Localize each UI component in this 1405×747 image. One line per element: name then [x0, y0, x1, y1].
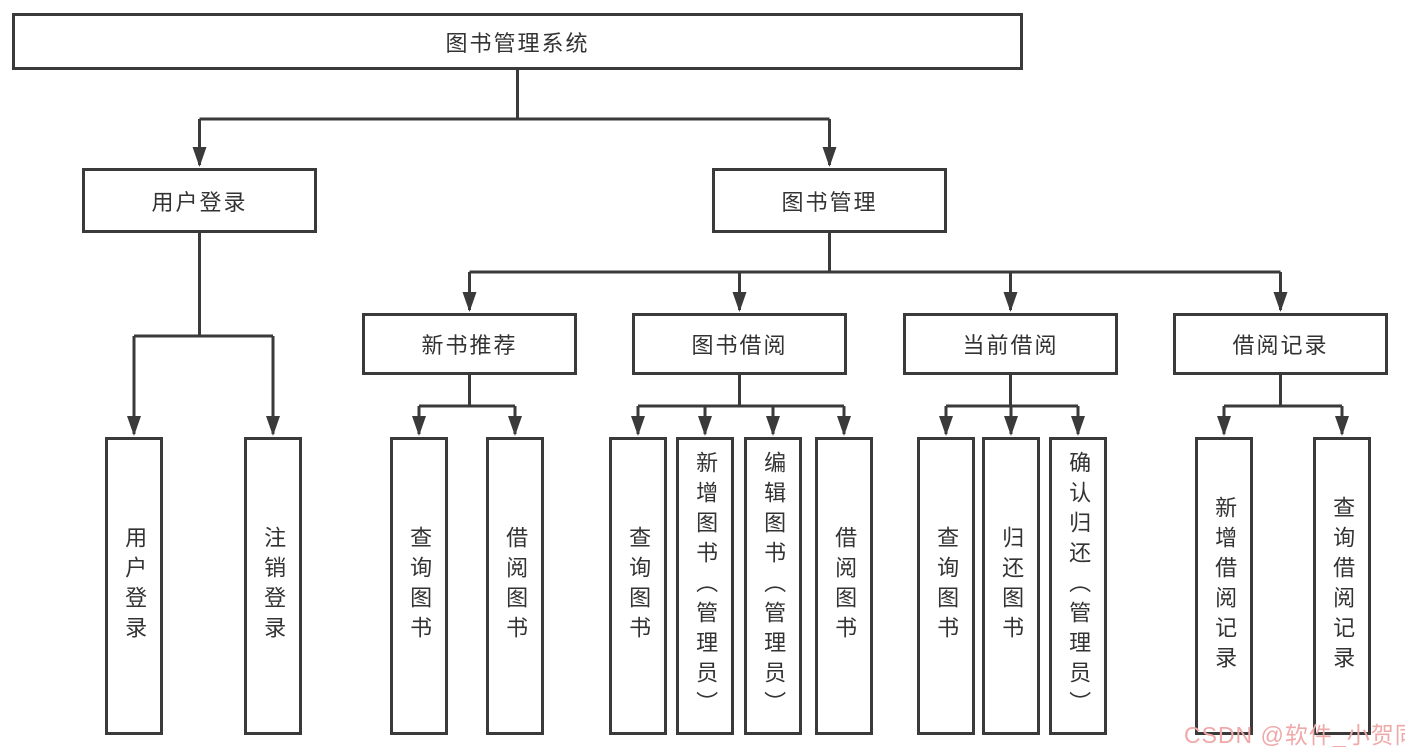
connector-root-branch — [199, 70, 830, 121]
node-new-book: 新书推荐 — [362, 313, 577, 375]
leaf-user-login: 用户登录 — [105, 437, 163, 735]
connector-lines — [127, 70, 1349, 436]
node-current-borrow: 当前借阅 — [903, 313, 1118, 375]
connector-user-login-branch — [134, 233, 273, 338]
connector-current-borrow-branch — [946, 375, 1078, 408]
node-book-mgmt: 图书管理 — [712, 168, 947, 233]
leaf-borrow-borrow: 借阅图书 — [815, 437, 873, 735]
leaf-current-query: 查询图书 — [917, 437, 975, 735]
leaf-current-confirm-return-admin: 确认归还（管理员） — [1049, 437, 1107, 735]
leaf-logout: 注销登录 — [244, 437, 302, 735]
leaf-borrow-add-admin: 新增图书（管理员） — [676, 437, 734, 735]
node-borrow-record: 借阅记录 — [1173, 313, 1388, 375]
node-user-login: 用户登录 — [82, 168, 317, 233]
leaf-new-book-query: 查询图书 — [390, 437, 448, 735]
connector-new-book-branch — [419, 375, 515, 408]
connector-book-mgmt-branch — [469, 233, 1281, 274]
leaf-record-query: 查询借阅记录 — [1313, 437, 1371, 735]
connector-book-borrow-branch — [638, 375, 844, 408]
csdn-watermark: CSDN @软件_小贺同学 — [1184, 722, 1405, 747]
leaf-borrow-edit-admin: 编辑图书（管理员） — [744, 437, 802, 735]
node-root-system: 图书管理系统 — [12, 13, 1023, 70]
connector-borrow-record-branch — [1224, 375, 1342, 408]
node-book-borrow: 图书借阅 — [632, 313, 847, 375]
leaf-current-return: 归还图书 — [982, 437, 1040, 735]
leaf-borrow-query: 查询图书 — [609, 437, 667, 735]
leaf-new-book-borrow: 借阅图书 — [486, 437, 544, 735]
leaf-record-add: 新增借阅记录 — [1195, 437, 1253, 735]
